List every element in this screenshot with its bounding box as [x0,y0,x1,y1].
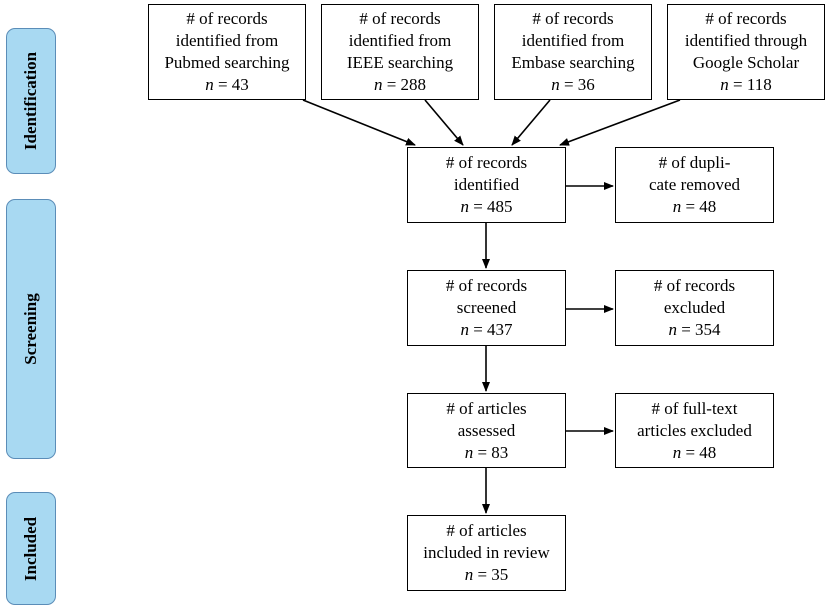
box-count: n = 43 [205,75,249,94]
phase-screening: Screening [6,199,56,459]
source-box-embase: # of records identified from Embase sear… [494,4,652,100]
box-text: identified from [521,31,625,50]
screened-box: # of records screened n = 437 [407,270,566,346]
box-text: # of articles [446,398,527,418]
box-text: identified from [175,31,279,50]
excluded-box: # of records excluded n = 354 [615,270,774,346]
phase-screening-label: Screening [21,293,40,365]
box-text: # of full-text [651,398,738,418]
box-text: Pubmed searching [164,53,290,72]
box-count: n = 83 [464,442,509,462]
arrow-ieee-to-identified [424,99,464,146]
source-box-pubmed: # of records identified from Pubmed sear… [148,4,306,100]
arrow-scholar-to-identified [559,99,681,146]
identified-box: # of records identified n = 485 [407,147,566,223]
box-text: Google Scholar [692,53,800,72]
box-text: Embase searching [511,53,635,72]
box-text: articles excluded [637,420,752,440]
box-text: # of records [653,276,736,295]
included-box: # of articles included in review n = 35 [407,515,566,591]
box-count: n = 437 [460,320,513,339]
phase-identification: Identification [6,28,56,174]
box-count: n = 48 [672,442,717,462]
box-text: # of records [705,9,787,28]
box-text: cate removed [648,175,741,194]
phase-included: Included [6,492,56,605]
box-count: n = 36 [551,75,595,94]
box-text: included in review [423,543,550,562]
source-box-ieee: # of records identified from IEEE search… [321,4,479,100]
box-text: # of articles [446,521,527,540]
fulltext-excluded-box: # of full-text articles excluded n = 48 [615,393,774,468]
box-text: # of dupli- [658,153,731,172]
box-count: n = 485 [460,197,513,216]
box-text: # of records [445,153,528,172]
arrow-pubmed-to-identified [302,99,416,146]
phase-included-label: Included [21,516,40,581]
box-text: identified through [684,31,808,50]
box-count: n = 118 [720,75,772,94]
source-box-google-scholar: # of records identified through Google S… [667,4,825,100]
box-text: # of records [186,9,268,28]
box-text: excluded [663,298,726,317]
box-text: assessed [457,420,516,440]
box-text: # of records [445,276,528,295]
box-count: n = 35 [464,565,509,584]
box-count: n = 354 [668,320,721,339]
box-text: identified [453,175,520,194]
box-count: n = 288 [373,75,427,94]
box-text: # of records [359,9,441,28]
box-text: identified from [348,31,452,50]
assessed-box: # of articles assessed n = 83 [407,393,566,468]
box-text: IEEE searching [346,53,454,72]
duplicates-box: # of dupli- cate removed n = 48 [615,147,774,223]
arrow-embase-to-identified [511,99,551,146]
phase-identification-label: Identification [21,51,40,151]
box-text: screened [456,298,517,317]
box-count: n = 48 [672,197,717,216]
box-text: # of records [532,9,614,28]
